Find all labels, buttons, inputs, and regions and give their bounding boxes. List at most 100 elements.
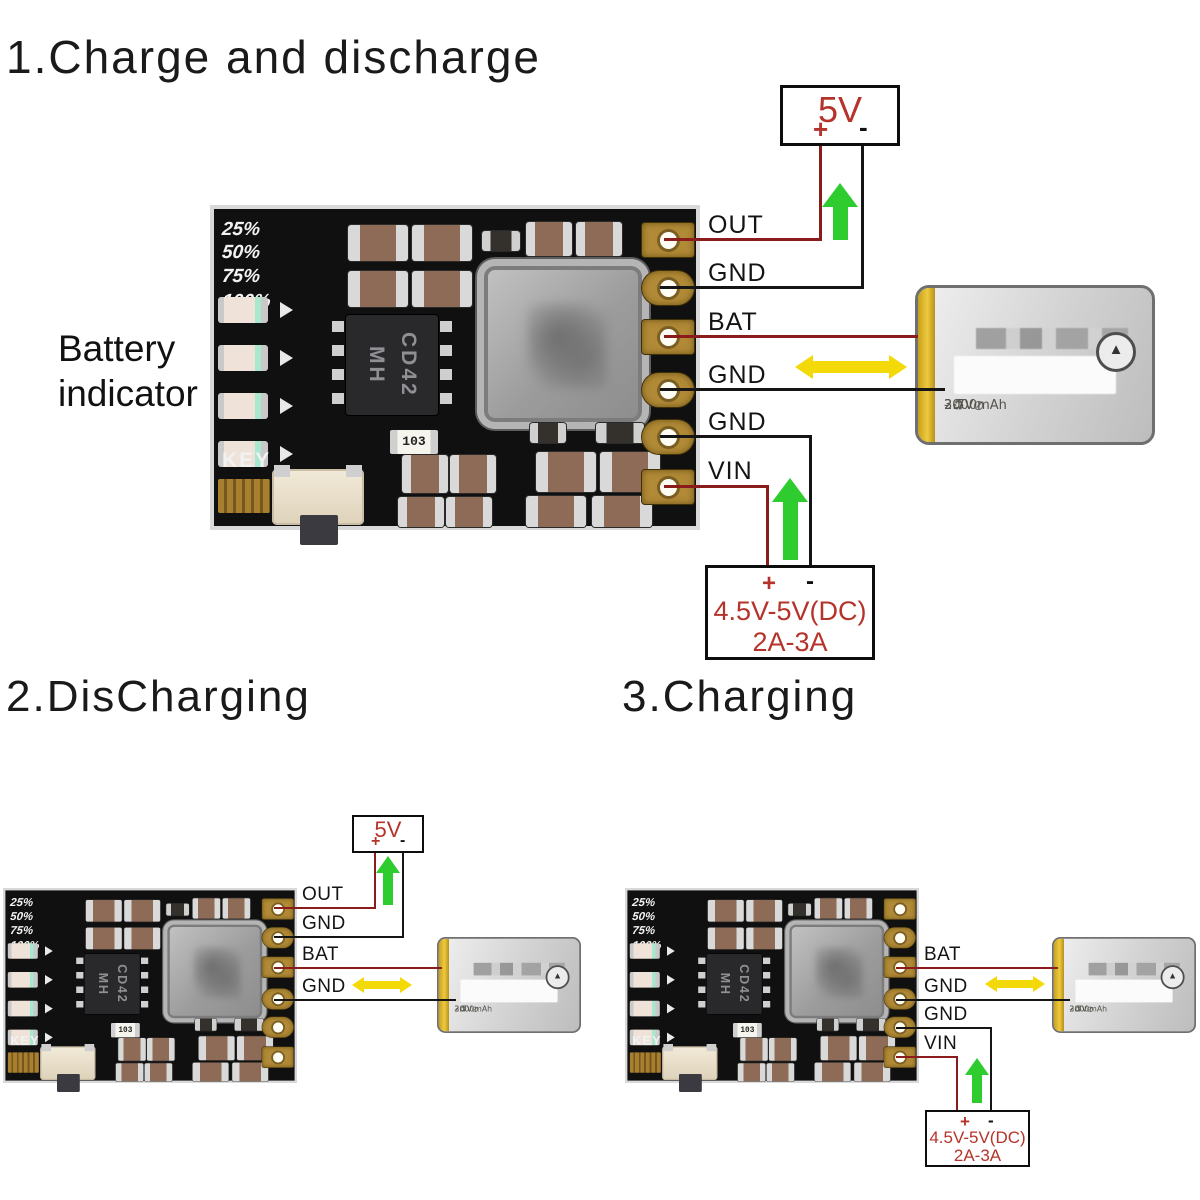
double-arrow-icon <box>795 355 907 379</box>
capacitor <box>526 496 586 527</box>
triangle-mark <box>667 946 675 956</box>
triangle-mark <box>667 1032 675 1043</box>
key-switch[interactable] <box>662 1044 718 1092</box>
capacitor <box>348 271 408 307</box>
plus-terminal: + <box>762 570 777 597</box>
charge-percent-25-label: 25% <box>220 219 262 240</box>
supply-5v-box: 5V + - <box>352 815 424 853</box>
battery-label-strip <box>460 979 558 1003</box>
no-trash-icon: ⊘ <box>972 398 985 414</box>
charge-percent-75-label: 75% <box>631 924 656 938</box>
wire-gnd-bat <box>274 999 456 1001</box>
capacitor <box>820 1036 857 1061</box>
pin-label-out: OUT <box>708 211 764 239</box>
resistor <box>166 903 189 916</box>
capacitor <box>222 898 251 919</box>
wire-gnd-dc <box>990 1027 992 1112</box>
pin-label-vin: VIN <box>924 1033 958 1054</box>
led <box>629 1000 660 1017</box>
battery-voltage: 3.7V <box>1069 1004 1088 1014</box>
arrow-up-icon <box>772 478 808 560</box>
resistor <box>234 1018 264 1031</box>
pin-label-gnd: GND <box>924 976 968 997</box>
chip-pins <box>698 957 706 1012</box>
triangle-mark <box>45 946 53 956</box>
solder-pad <box>884 927 916 948</box>
led <box>7 1029 38 1046</box>
wire-bat <box>896 967 1058 969</box>
certification-circle-icon: ▲ <box>545 965 570 990</box>
key-switch-button[interactable] <box>57 1074 80 1092</box>
triangle-mark <box>45 1032 53 1043</box>
key-switch-button[interactable] <box>679 1074 702 1092</box>
key-label: KEY <box>10 1034 40 1049</box>
battery-barcode <box>473 962 565 976</box>
resistor <box>788 903 811 916</box>
capacitor <box>115 1063 144 1082</box>
pin-label-bat: BAT <box>708 308 758 336</box>
key-switch[interactable] <box>40 1044 96 1092</box>
dc-current-label: 2A-3A <box>953 1146 1002 1165</box>
mh-cd42-chip: MH CD42 <box>346 315 438 415</box>
mh-cd42-chip: MH CD42 <box>84 954 140 1014</box>
battery-barcode <box>1088 962 1180 976</box>
section2-title: 2.DisCharging <box>6 672 311 721</box>
chip-pins <box>440 321 452 411</box>
capacitor <box>198 1036 235 1061</box>
key-switch-button[interactable] <box>300 515 338 545</box>
charge-percent-25-label: 25% <box>631 896 656 909</box>
battery-indicator-label: Battery indicator <box>58 326 198 416</box>
wire-bat <box>274 967 442 969</box>
battery-minus-mark: - <box>944 398 949 413</box>
triangle-mark <box>280 350 293 366</box>
capacitor <box>412 271 472 307</box>
wire-vin-dc <box>766 485 769 567</box>
battery-barcode <box>976 328 1128 349</box>
capacitor <box>412 225 472 261</box>
led <box>7 943 38 959</box>
resistor-103: 103 <box>111 1023 140 1038</box>
resistor <box>596 423 644 443</box>
wire-gnd-5v <box>660 286 864 289</box>
capacitor <box>450 455 496 493</box>
section1-title: 1.Charge and discharge <box>6 31 541 83</box>
capacitor <box>844 898 873 919</box>
minus-terminal: - <box>806 568 814 595</box>
minus-terminal: - <box>400 832 406 849</box>
capacitor <box>707 927 744 950</box>
pin-label-gnd: GND <box>924 1004 968 1025</box>
chip-pins <box>763 957 771 1012</box>
capacitor <box>192 1062 229 1082</box>
battery-capacity: 2000mAh <box>454 1004 493 1014</box>
minus-terminal: - <box>988 1111 994 1130</box>
pin-label-out: OUT <box>302 884 344 905</box>
recycle-icon: ♻ <box>952 398 965 414</box>
plus-terminal: + <box>960 1112 970 1131</box>
key-switch[interactable] <box>272 465 364 545</box>
capacitor <box>854 1062 891 1082</box>
capacitor <box>402 455 448 493</box>
wire-vin-dc <box>664 485 769 488</box>
capacitor <box>124 900 161 922</box>
pin-label-gnd: GND <box>708 361 767 389</box>
triangle-mark <box>45 1003 53 1014</box>
led <box>218 345 268 371</box>
chip-marking: CD42 <box>115 964 129 1004</box>
recycle-icon: ♻ <box>459 1004 467 1015</box>
inductor-marking <box>527 303 607 389</box>
dc-source-box: + - 4.5V-5V(DC) 2A-3A <box>925 1110 1030 1167</box>
wire-out-5v <box>274 907 376 909</box>
key-label: KEY <box>222 449 272 472</box>
capacitor <box>769 1038 797 1061</box>
section3-title: 3.Charging <box>622 672 858 721</box>
pin-label-gnd: GND <box>302 976 346 997</box>
wire-vin-dc <box>956 1056 958 1112</box>
led <box>218 393 268 419</box>
chip-pins <box>332 321 344 411</box>
led <box>7 972 38 988</box>
capacitor <box>147 1038 175 1061</box>
battery-tape-edge <box>918 288 935 442</box>
